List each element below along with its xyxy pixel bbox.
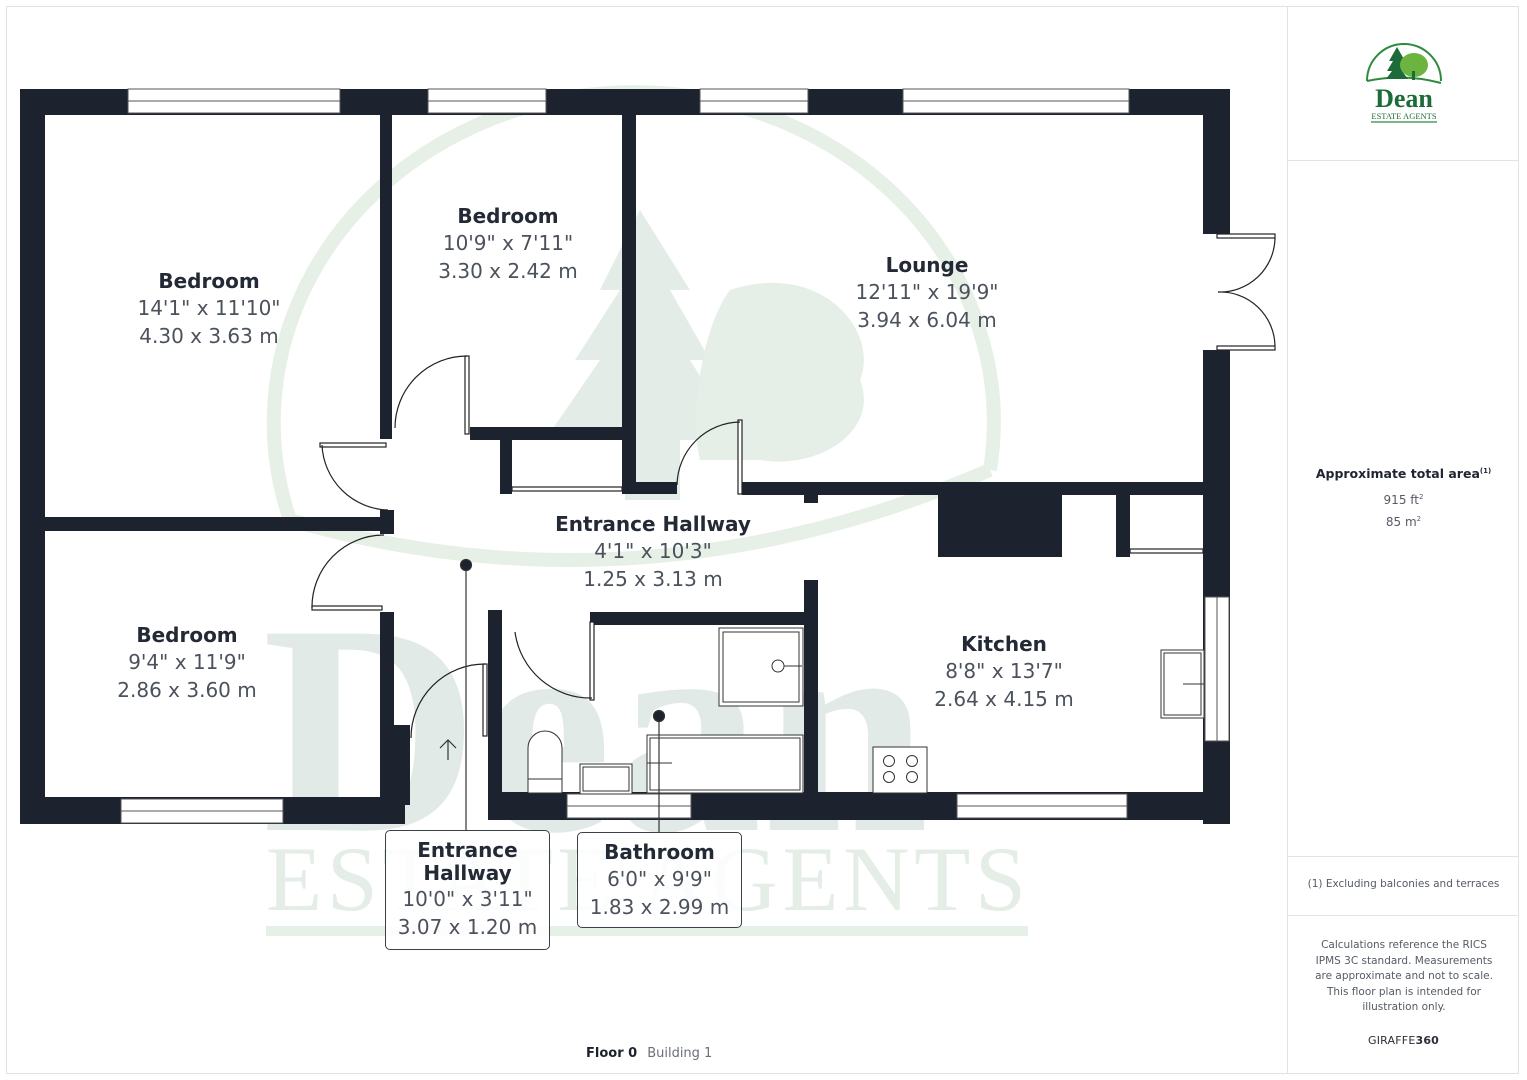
room-dim-metric: 4.30 x 3.63 m [139,324,279,348]
callout-dim-metric: 1.83 x 2.99 m [589,895,730,919]
area-footnote: (1) Excluding balconies and terraces [1307,878,1500,890]
callout-name-line1: Entrance [417,838,518,862]
room-dim-metric: 2.86 x 3.60 m [117,678,257,702]
room-label-lounge: Lounge 12'11" x 19'9" 3.94 x 6.04 m [855,252,998,334]
area-sqft: 915 ft2 [1383,493,1424,507]
area-title: Approximate total area(1) [1315,466,1492,481]
room-dim-metric: 1.25 x 3.13 m [583,567,723,591]
area-values: 915 ft2 85 m2 [1288,488,1519,532]
bathroom-fixtures [527,627,804,795]
doors [311,355,1204,739]
room-name: Kitchen [961,632,1047,656]
building-name: Building 1 [647,1046,713,1061]
dean-logo: Dean ESTATE AGENTS [1288,6,1519,160]
page-frame [6,6,1519,1074]
room-name: Bedroom [158,269,260,293]
windows [120,88,1230,824]
svg-text:Dean: Dean [1375,84,1433,113]
callout-bathroom: Bathroom 6'0" x 9'9" 1.83 x 2.99 m [577,832,742,928]
sidebar-divider [1288,915,1519,916]
room-dim-metric: 2.64 x 4.15 m [934,687,1074,711]
room-dim-imperial: 12'11" x 19'9" [855,280,999,304]
callout-name-line2: Hallway [423,861,512,885]
kitchen-fixtures [872,649,1205,794]
sidebar-divider [1288,856,1519,857]
room-dim-imperial: 4'1" x 10'3" [594,539,712,563]
room-dim-imperial: 9'4" x 11'9" [128,650,246,674]
callout-entrance-hallway: Entrance Hallway 10'0" x 3'11" 3.07 x 1.… [385,830,550,950]
lounge-french-doors [1203,233,1276,351]
room-name: Bedroom [136,623,238,647]
info-sidebar: Dean ESTATE AGENTS Approximate total are… [1287,6,1519,1074]
room-label-entrance-hallway: Entrance Hallway 4'1" x 10'3" 1.25 x 3.1… [555,511,751,593]
room-label-bedroom-3: Bedroom 9'4" x 11'9" 2.86 x 3.60 m [117,622,256,704]
callout-dim-imperial: 6'0" x 9'9" [607,867,712,891]
room-name: Lounge [885,253,969,277]
room-dim-imperial: 10'9" x 7'11" [442,231,574,255]
room-dim-metric: 3.94 x 6.04 m [857,308,997,332]
area-sqm: 85 m2 [1385,515,1422,529]
room-dim-imperial: 8'8" x 13'7" [945,659,1063,683]
room-dim-metric: 3.30 x 2.42 m [438,259,578,283]
floor-number: Floor 0 [586,1046,638,1061]
room-name: Bedroom [457,204,559,228]
callout-dim-imperial: 10'0" x 3'11" [402,887,533,911]
room-name: Entrance Hallway [555,512,751,536]
svg-text:ESTATE AGENTS: ESTATE AGENTS [1371,111,1436,121]
room-label-kitchen: Kitchen 8'8" x 13'7" 2.64 x 4.15 m [934,631,1073,713]
sidebar-divider [1288,160,1519,161]
room-label-bedroom-1: Bedroom 14'1" x 11'10" 4.30 x 3.63 m [137,268,280,350]
callout-dim-metric: 3.07 x 1.20 m [397,915,538,939]
entry-arrow-icon [439,739,457,760]
floor-label: Floor 0 Building 1 [586,1046,712,1061]
calculation-note: Calculations reference the RICS IPMS 3C … [1315,939,1493,1013]
room-label-bedroom-2: Bedroom 10'9" x 7'11" 3.30 x 2.42 m [438,203,577,285]
giraffe360-brand: GIRAFFE360 [1367,1034,1440,1047]
room-dim-imperial: 14'1" x 11'10" [137,296,281,320]
callout-pointers [459,558,666,832]
total-area: Approximate total area(1) 915 ft2 85 m2 [1288,466,1519,532]
callout-name: Bathroom [604,840,715,864]
dean-logo-icon: Dean ESTATE AGENTS [1365,43,1442,123]
